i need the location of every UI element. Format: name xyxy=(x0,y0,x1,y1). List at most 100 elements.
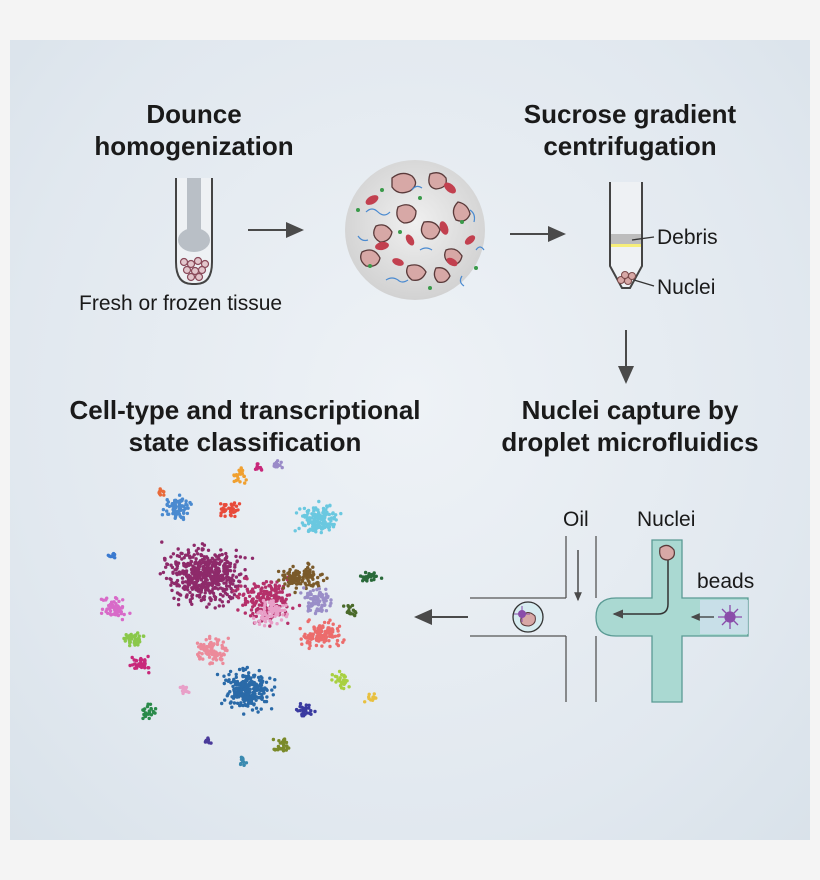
tsne-point xyxy=(319,530,323,535)
tsne-point xyxy=(326,621,331,625)
tsne-point xyxy=(186,506,190,510)
tsne-point xyxy=(171,511,175,516)
tsne-point xyxy=(327,528,331,532)
tsne-point xyxy=(307,593,312,597)
tsne-point xyxy=(263,620,268,624)
tsne-point xyxy=(243,611,247,615)
tsne-point xyxy=(259,615,264,620)
tsne-point xyxy=(275,599,279,603)
tsne-point xyxy=(309,709,313,713)
tsne-point xyxy=(228,580,232,585)
tsne-point xyxy=(197,645,201,649)
tsne-point xyxy=(214,637,218,641)
tsne-point xyxy=(199,571,203,575)
tsne-point xyxy=(259,696,264,701)
tsne-point xyxy=(192,580,197,585)
tsne-point xyxy=(306,609,310,613)
tsne-point xyxy=(271,737,276,742)
tsne-point xyxy=(183,553,188,557)
tsne-point xyxy=(302,506,307,511)
tsne-point xyxy=(228,701,233,705)
tsne-point xyxy=(271,693,275,697)
tsne-point xyxy=(277,739,281,743)
tsne-point xyxy=(225,570,230,574)
sucrose-title-line2: centrifugation xyxy=(543,131,717,161)
tsne-point xyxy=(184,574,189,578)
tsne-point xyxy=(236,476,240,481)
tsne-point xyxy=(175,512,179,516)
tsne-point xyxy=(226,679,230,683)
tsne-point xyxy=(318,590,322,595)
tsne-point xyxy=(335,638,340,643)
tsne-point xyxy=(236,688,240,692)
tsne-point xyxy=(243,598,248,602)
tsne-point xyxy=(320,527,324,531)
tsne-point xyxy=(258,596,263,600)
tsne-point xyxy=(195,567,199,571)
tsne-point xyxy=(268,590,273,595)
tsne-point xyxy=(146,712,151,716)
tsne-point xyxy=(264,680,269,684)
tsne-point xyxy=(272,606,276,611)
tsne-point xyxy=(235,559,239,563)
tsne-point xyxy=(139,658,144,662)
tsne-point xyxy=(331,628,335,632)
tsne-point xyxy=(136,631,140,635)
tsne-point xyxy=(175,566,179,570)
tsne-point xyxy=(142,634,146,638)
tsne-point xyxy=(264,580,269,584)
tsne-point xyxy=(324,638,328,643)
tsne-point xyxy=(234,675,238,679)
tsne-point xyxy=(175,582,179,586)
tsne-point xyxy=(205,567,209,571)
tsne-point xyxy=(279,460,283,464)
tsne-point xyxy=(117,607,121,612)
tsne-point xyxy=(324,599,328,603)
tsne-point xyxy=(374,696,378,700)
tsne-point xyxy=(367,695,371,699)
tsne-point xyxy=(259,688,263,693)
tsne-point xyxy=(206,548,211,552)
tsne-point xyxy=(326,594,330,598)
tsne-point xyxy=(369,578,374,582)
tsne-point xyxy=(223,504,227,508)
tsne-point xyxy=(201,567,205,572)
tsne-point xyxy=(130,655,134,660)
tsne-point xyxy=(234,575,239,579)
tsne-point xyxy=(176,597,181,602)
tsne-point xyxy=(281,749,286,753)
tsne-point xyxy=(303,574,307,578)
tsne-point xyxy=(256,462,260,466)
tsne-point xyxy=(245,577,249,581)
nuclei-channel-label: Nuclei xyxy=(637,508,696,531)
tsne-point xyxy=(194,560,198,564)
tsne-point xyxy=(280,590,284,594)
tsne-point xyxy=(125,634,129,639)
tsne-point xyxy=(260,676,264,680)
tsne-point xyxy=(276,748,280,752)
tsne-point xyxy=(201,657,205,661)
tsne-point xyxy=(301,710,306,714)
tsne-point xyxy=(372,575,377,579)
particles xyxy=(356,188,478,290)
tsne-point xyxy=(221,640,225,644)
tsne-point xyxy=(114,607,118,611)
tsne-point xyxy=(177,592,181,596)
tsne-point xyxy=(219,502,223,506)
tsne-point xyxy=(149,706,153,711)
nuclei-fragments xyxy=(360,172,471,284)
tsne-point xyxy=(237,579,241,583)
tsne-point xyxy=(177,512,182,516)
tsne-point xyxy=(143,658,147,662)
tsne-point xyxy=(132,634,136,639)
tsne-point xyxy=(303,596,307,600)
centrifuge-tube xyxy=(609,182,655,289)
tsne-point xyxy=(266,596,270,600)
tsne-point xyxy=(259,683,264,687)
tsne-point xyxy=(321,598,325,602)
tsne-point xyxy=(240,693,245,698)
tsne-point xyxy=(232,479,236,484)
tsne-point xyxy=(241,668,246,673)
tsne-point xyxy=(109,613,113,617)
tsne-point xyxy=(239,685,244,689)
